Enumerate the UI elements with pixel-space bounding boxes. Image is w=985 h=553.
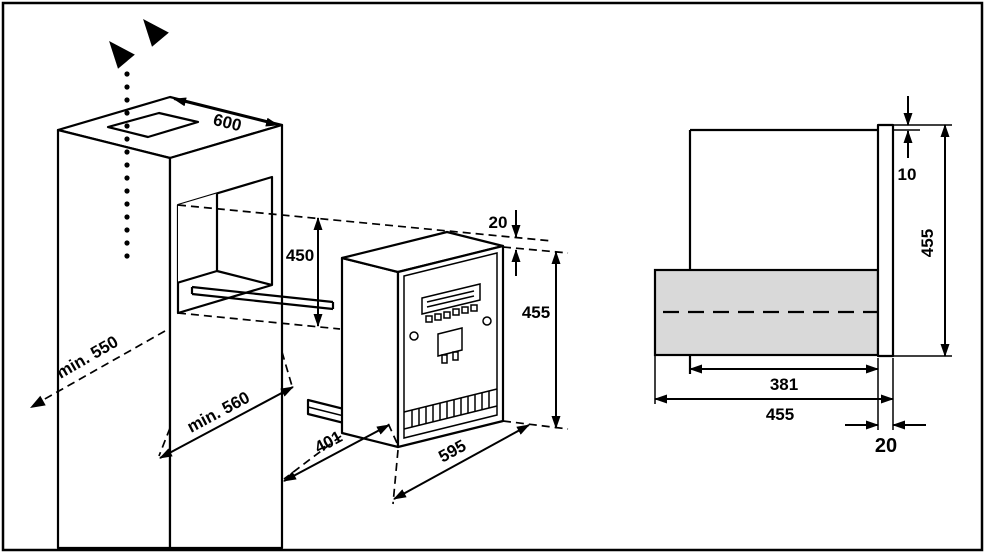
- front-panel-section: [876, 123, 895, 358]
- knob-icon: [409, 331, 419, 341]
- airflow-dotted-line: [124, 71, 130, 259]
- display-panel: [421, 283, 481, 315]
- dim-label-20-right: 20: [875, 435, 897, 457]
- depth-arrowhead: [30, 395, 46, 408]
- built-in-coffee-machine: [340, 230, 505, 449]
- dim-label-455-bottom: 455: [766, 405, 794, 424]
- dim-label-10: 10: [898, 165, 917, 184]
- button-icon: [482, 316, 492, 326]
- dim-label-455-left: 455: [522, 303, 550, 322]
- side-section-view: 10 455 381 455 20: [653, 96, 952, 457]
- dim-label-450: 450: [286, 246, 314, 265]
- dim-recess-depth-381: 381: [689, 364, 879, 394]
- dim-front-panel-height-455: 455: [918, 124, 950, 357]
- dim-niche-height-450: 450: [286, 217, 323, 327]
- dim-top-overlap-10: 10: [898, 96, 917, 184]
- dim-label-381: 381: [770, 375, 798, 394]
- dim-front-panel-thickness-20: 20: [845, 420, 926, 457]
- airflow-arrows-icon: [109, 18, 169, 69]
- tall-cabinet-column: [56, 95, 284, 550]
- telescopic-rail: [190, 285, 335, 311]
- coffee-spout: [437, 327, 463, 357]
- dim-label-20-top: 20: [489, 213, 508, 232]
- fascia-inner-frame: [403, 252, 498, 439]
- dim-overall-depth-455: 455: [654, 394, 894, 424]
- button-row: [425, 304, 478, 323]
- dim-label-455-right: 455: [918, 229, 937, 257]
- machine-side-face: [340, 256, 400, 449]
- dim-appliance-height-455: 455: [522, 251, 561, 429]
- dim-top-clearance-20: 20: [489, 210, 521, 276]
